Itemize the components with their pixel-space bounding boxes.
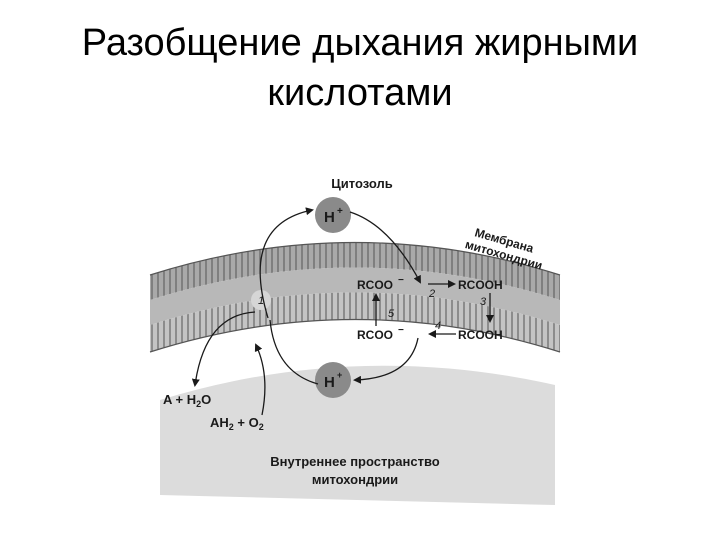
matrix-label-line-1: Внутреннее пространство xyxy=(270,454,440,469)
arrow-proton-release xyxy=(353,337,419,384)
proton-top-circle xyxy=(315,197,351,233)
step-5-label: 5 xyxy=(388,308,395,320)
membrane-inner-edge xyxy=(149,318,561,353)
proton-top-label: H xyxy=(324,209,335,226)
proton-top-charge: + xyxy=(337,206,343,217)
matrix-label-line-2: митохондрии xyxy=(312,472,398,487)
proton-bottom-label: H xyxy=(324,374,335,391)
arrow-pump-to-cytosol xyxy=(259,207,314,319)
proton-bottom-charge: + xyxy=(337,370,342,380)
membrane-outer-edge xyxy=(149,241,561,276)
step-1-label: 1 xyxy=(258,295,264,307)
reaction-substrate-oxidation: AH2 + O2 xyxy=(210,415,264,432)
matrix-region xyxy=(160,365,555,505)
membrane-core xyxy=(150,267,560,325)
arrow-respiration-curve xyxy=(191,311,256,387)
slide-title: Разобщение дыхания жирными кислотами xyxy=(0,18,720,118)
slide-title-line-2: кислотами xyxy=(267,72,453,114)
rcoo-anion-bottom: RCOO xyxy=(357,328,393,342)
step-3-label: 3 xyxy=(480,296,487,308)
reaction-water-formation: A + H2O xyxy=(163,392,211,409)
step-2-label: 2 xyxy=(428,288,435,300)
rcooh-bottom: RCOOH xyxy=(458,328,503,342)
proton-bottom-circle xyxy=(315,362,351,398)
slide-title-line-1: Разобщение дыхания жирными xyxy=(81,22,639,64)
step-1-marker xyxy=(251,290,271,310)
arrow-substrate-oxidation xyxy=(254,343,266,416)
arrow-proton-to-rcoo xyxy=(349,211,421,284)
rcoo-anion-top-charge: − xyxy=(398,275,404,286)
arrow-return-proton xyxy=(269,319,319,385)
step-4-label: 4 xyxy=(435,320,441,332)
rcoo-anion-top: RCOO xyxy=(357,278,393,292)
rcooh-top: RCOOH xyxy=(458,278,503,292)
cytosol-label: Цитозоль xyxy=(331,176,392,191)
rcoo-anion-bottom-charge: − xyxy=(398,325,404,336)
